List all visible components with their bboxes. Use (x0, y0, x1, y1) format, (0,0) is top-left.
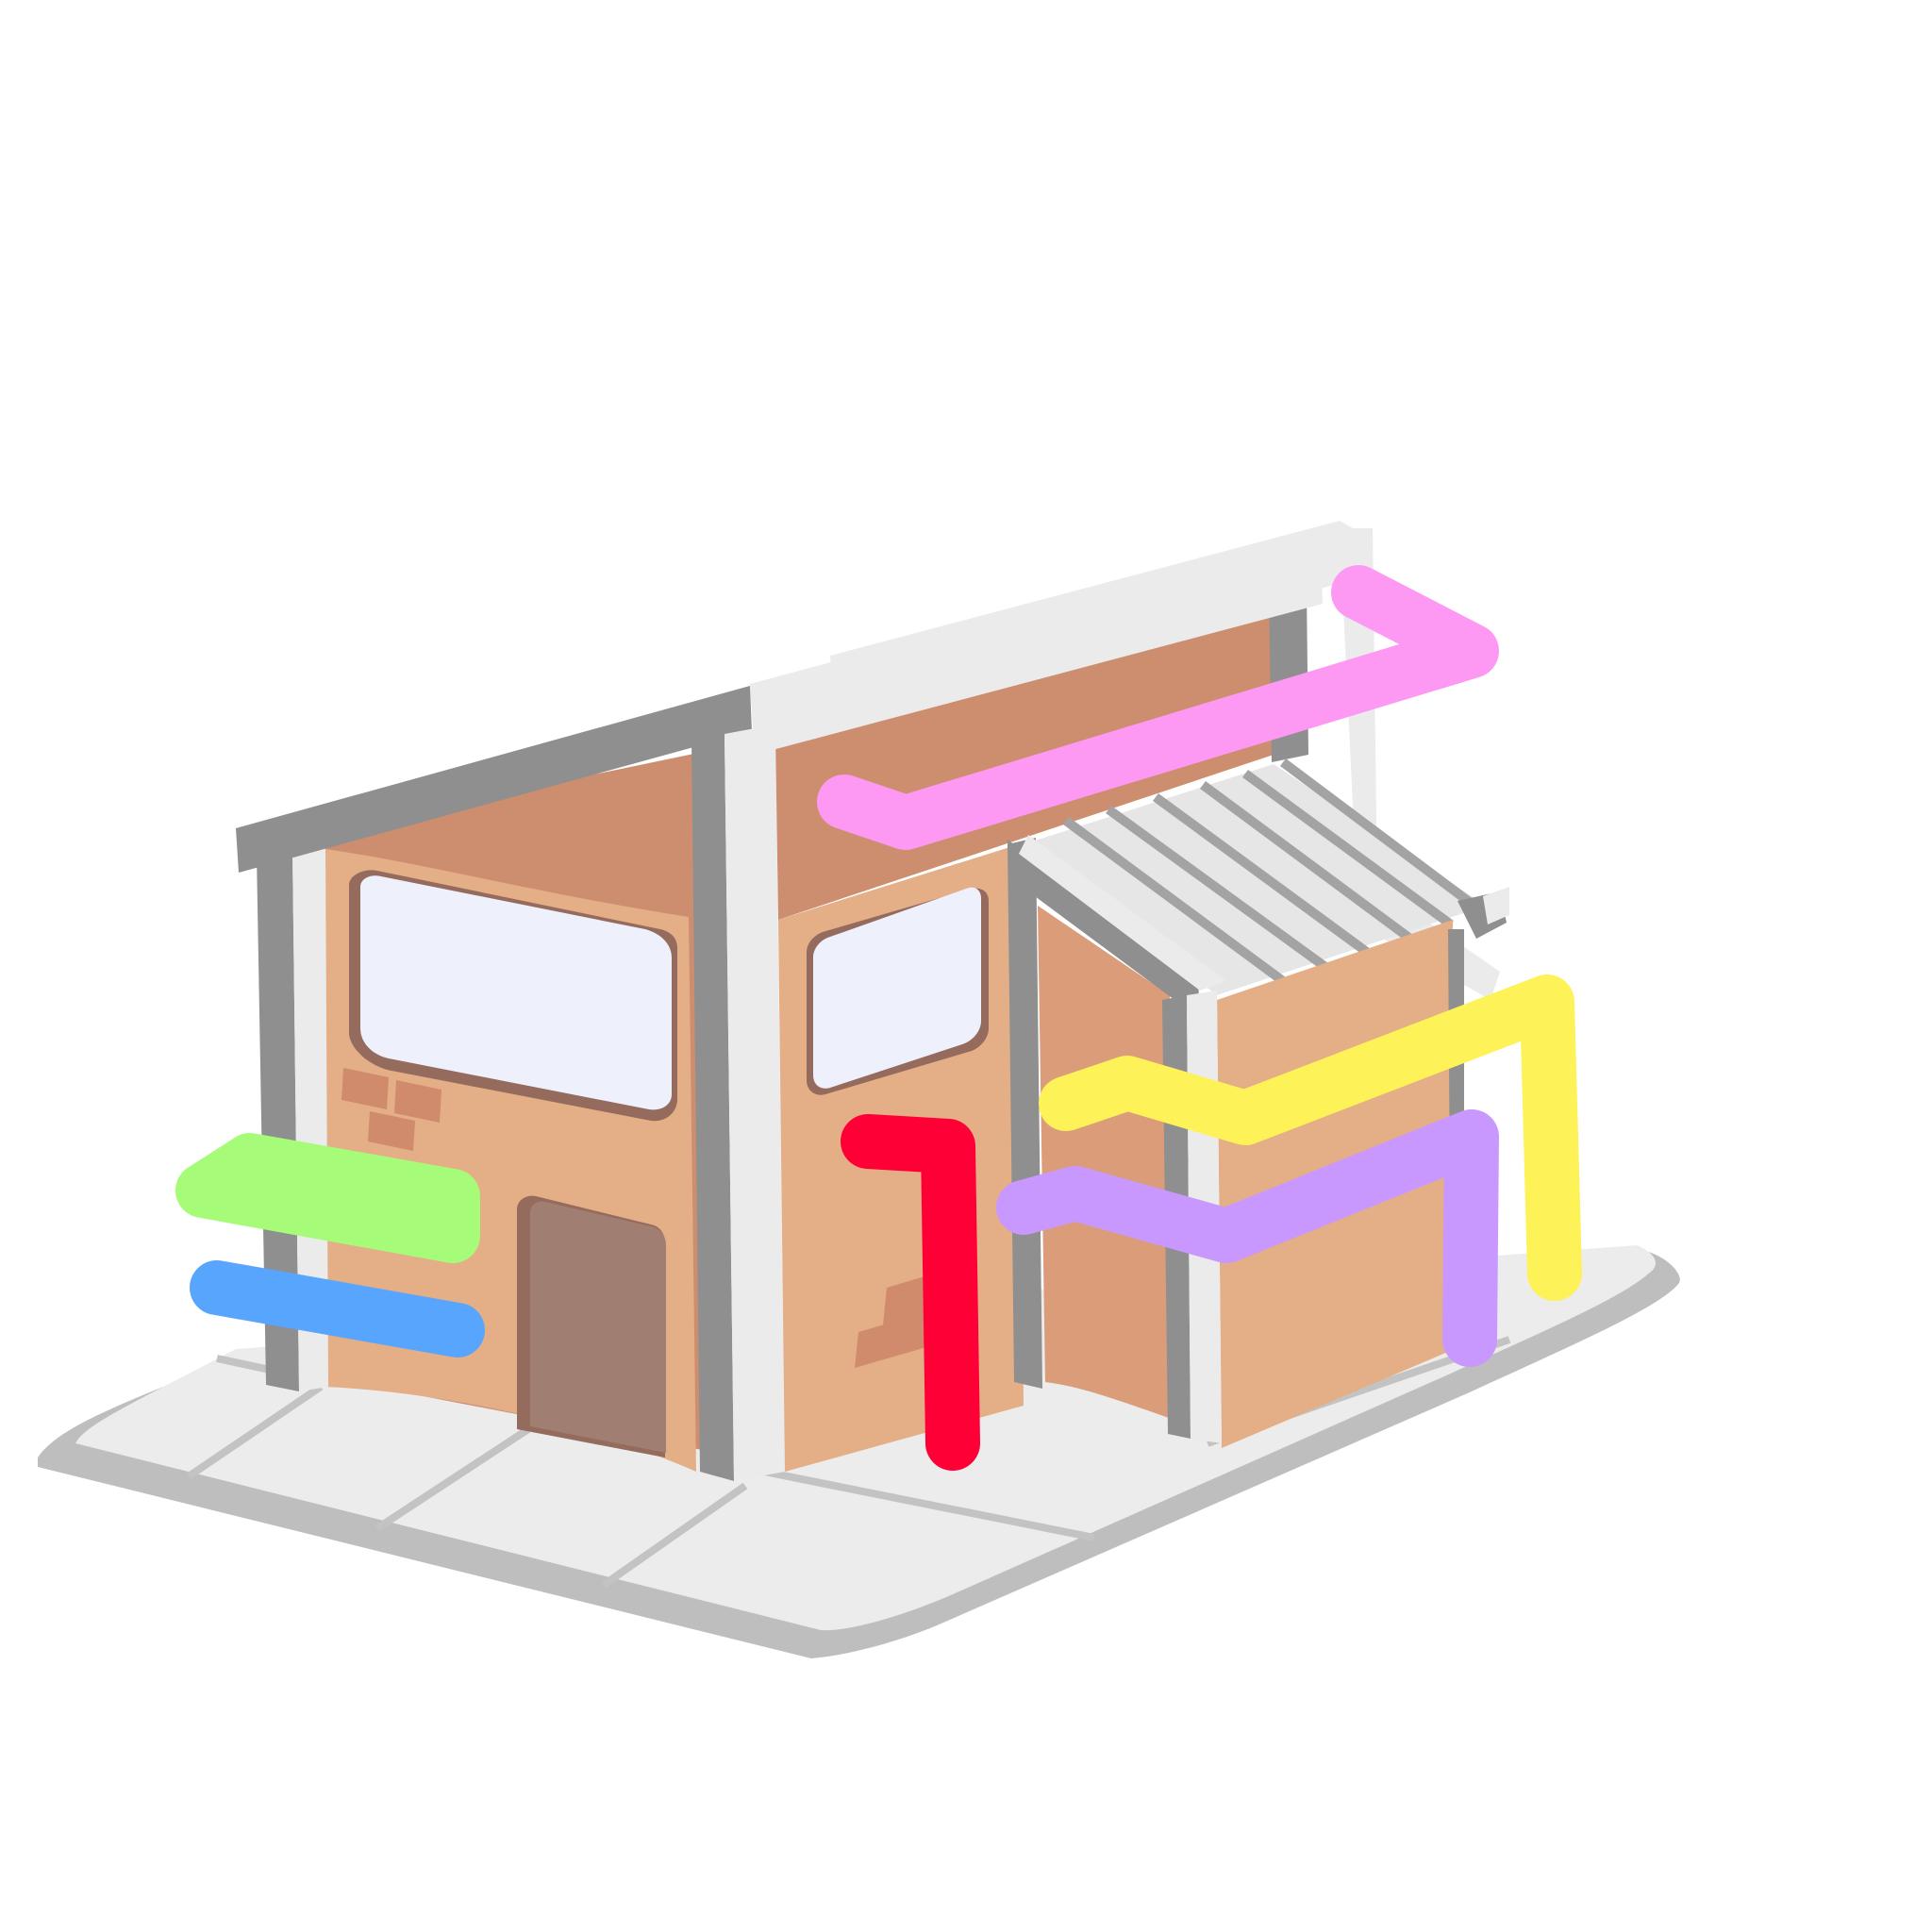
green-stroke (175, 1133, 480, 1263)
right-beam-diagonal (1008, 840, 1200, 1019)
pavement-lines (186, 1336, 1511, 1589)
middle-roof-beam-light (750, 531, 1323, 755)
left-building (236, 686, 785, 1481)
yellow-stroke (1039, 974, 1582, 1301)
red-stroke (841, 1114, 980, 1471)
awning (1024, 758, 1509, 995)
annotation-strokes (175, 565, 1582, 1471)
pink-stroke (817, 565, 1499, 850)
left-post-outer (257, 849, 299, 1391)
right-post (1008, 838, 1042, 1389)
center-post-light (724, 724, 785, 1481)
center-post (691, 734, 734, 1481)
left-window (349, 870, 677, 1122)
middle-window (807, 887, 989, 1095)
left-bricks (341, 1068, 441, 1151)
left-door (517, 1195, 666, 1457)
left-roof-beam (236, 686, 752, 873)
middle-bricks (855, 1274, 934, 1368)
purple-stroke (996, 1109, 1499, 1367)
left-post-light (292, 844, 328, 1391)
right-inner-wall (1038, 906, 1174, 1420)
blue-stroke (190, 1260, 485, 1357)
